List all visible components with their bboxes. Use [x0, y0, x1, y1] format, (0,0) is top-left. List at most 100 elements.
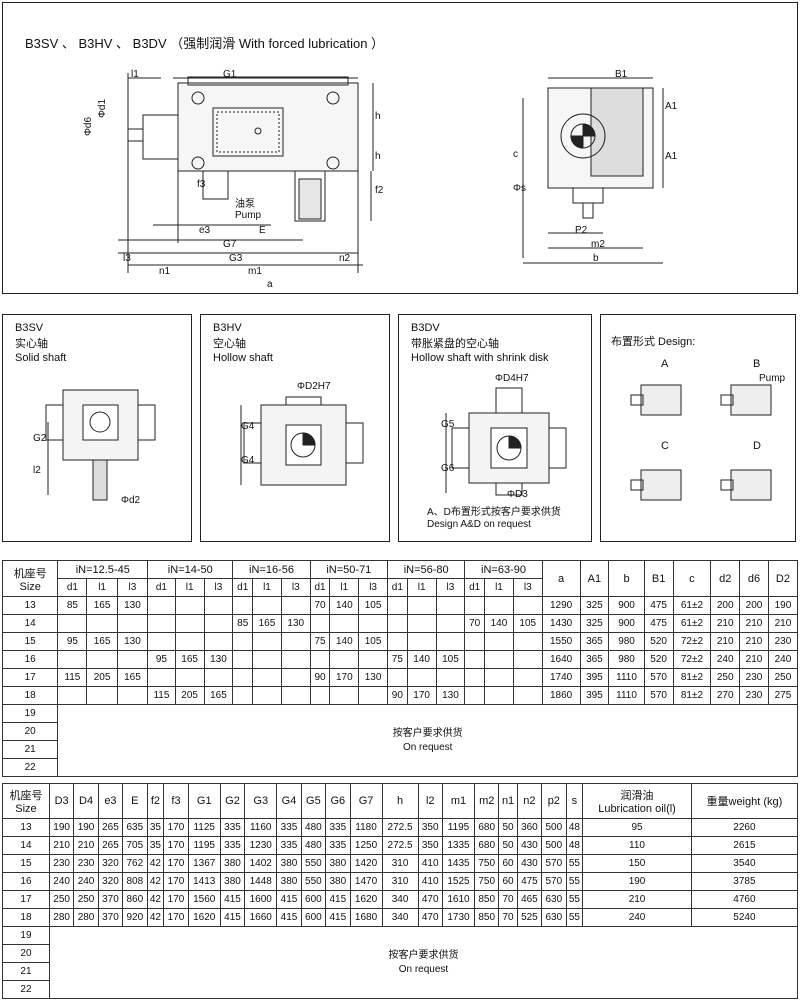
column-header: l2	[417, 783, 443, 819]
table-cell: 1620	[187, 908, 221, 927]
column-header: A1	[579, 560, 610, 597]
table-cell: 90	[387, 686, 408, 705]
table-cell: 50	[498, 818, 518, 837]
sub-header: d1	[232, 578, 254, 597]
table-cell: 340	[381, 908, 419, 927]
table-cell: 275	[767, 686, 799, 705]
table-cell: 1335	[441, 836, 476, 855]
column-header: b	[608, 560, 645, 597]
table-cell: 415	[219, 908, 246, 927]
dim-G7: G7	[223, 239, 237, 250]
table-cell	[484, 686, 514, 705]
design-title: 布置形式 Design:	[611, 336, 696, 348]
b3dv-note-cn: A、D布置形式按客户要求供货	[427, 507, 561, 518]
table-cell: 210	[710, 632, 741, 651]
sub-header: d1	[464, 578, 486, 597]
table-cell: 60	[498, 854, 518, 873]
table-cell: 335	[219, 836, 246, 855]
table-cell	[358, 614, 388, 633]
table-cell: 415	[276, 890, 302, 909]
b3sv-name: B3SV	[15, 322, 44, 334]
table-cell: 20	[1, 722, 59, 741]
sub-header: d1	[57, 578, 88, 597]
table-cell	[464, 596, 486, 615]
table-cell	[309, 650, 331, 669]
table-cell: 1730	[441, 908, 476, 927]
b3hv-G4-lower: G4	[241, 455, 255, 466]
table-cell	[387, 632, 408, 651]
table-cell: 3785	[690, 872, 799, 891]
design-C: C	[661, 440, 669, 452]
b3hv-cn: 空心轴	[213, 338, 246, 350]
table-cell: 500	[541, 818, 567, 837]
table-cell: 105	[358, 596, 388, 615]
column-header: d2	[710, 560, 741, 597]
table-cell: 72±2	[672, 632, 712, 651]
dim-m1: m1	[248, 266, 262, 277]
table-cell: 14	[2, 836, 50, 855]
table-cell: 920	[122, 908, 148, 927]
table-cell: 210	[767, 614, 799, 633]
table-cell: 140	[329, 596, 360, 615]
table-cell: 520	[643, 632, 674, 651]
table-cell	[232, 596, 254, 615]
table-cell	[387, 668, 408, 687]
sub-header: d1	[387, 578, 408, 597]
table-cell: 850	[474, 908, 500, 927]
table-cell: 115	[57, 668, 88, 687]
table-cell	[309, 614, 331, 633]
table-cell: 850	[474, 890, 500, 909]
table-cell: 980	[608, 632, 645, 651]
sub-header: d1	[147, 578, 176, 597]
b3sv-drawing	[45, 389, 156, 501]
table-cell: 365	[579, 650, 610, 669]
table-cell: 325	[579, 614, 610, 633]
table-cell: 61±2	[672, 596, 712, 615]
dim-B1: B1	[615, 69, 628, 80]
dim-P2: P2	[575, 225, 588, 236]
table-cell: 340	[381, 890, 419, 909]
main-drawing-frame: B3SV 、 B3HV 、 B3DV （强制润滑 With forced lub…	[2, 2, 798, 294]
table-cell	[387, 614, 408, 633]
table-cell: 808	[122, 872, 148, 891]
table-cell: 95	[147, 650, 176, 669]
table-cell: 900	[608, 614, 645, 633]
table-cell: 980	[608, 650, 645, 669]
column-header: s	[565, 783, 584, 819]
table-cell: 170	[406, 686, 437, 705]
b3hv-en: Hollow shaft	[213, 352, 273, 364]
column-header: E	[122, 783, 148, 819]
column-header: D4	[73, 783, 99, 819]
b3hv-drawing	[240, 396, 364, 486]
table-cell: 21	[2, 962, 50, 981]
table-cell	[147, 632, 176, 651]
table-cell: 570	[643, 668, 674, 687]
b3hv-G4-upper: G4	[241, 421, 255, 432]
table-cell: 680	[474, 818, 500, 837]
column-header: G4	[276, 783, 302, 819]
table-cell: 210	[48, 836, 75, 855]
table-cell: 165	[252, 614, 282, 633]
table-cell: 1550	[541, 632, 581, 651]
table-cell: 250	[710, 668, 741, 687]
table-cell	[512, 668, 543, 687]
column-header: D3	[48, 783, 75, 819]
table-cell: 1230	[244, 836, 278, 855]
column-header: G2	[219, 783, 246, 819]
table-cell: 1420	[349, 854, 383, 873]
dim-m2: m2	[591, 239, 605, 250]
table-cell: 380	[325, 854, 351, 873]
table-cell: 1600	[244, 890, 278, 909]
table-cell: 230	[767, 632, 799, 651]
table-cell: 1160	[244, 818, 278, 837]
panel-b3hv: B3HV 空心轴 Hollow shaft ΦD2H7 G4 G4	[200, 314, 390, 542]
table-cell: 17	[2, 890, 50, 909]
column-header: G7	[349, 783, 383, 819]
